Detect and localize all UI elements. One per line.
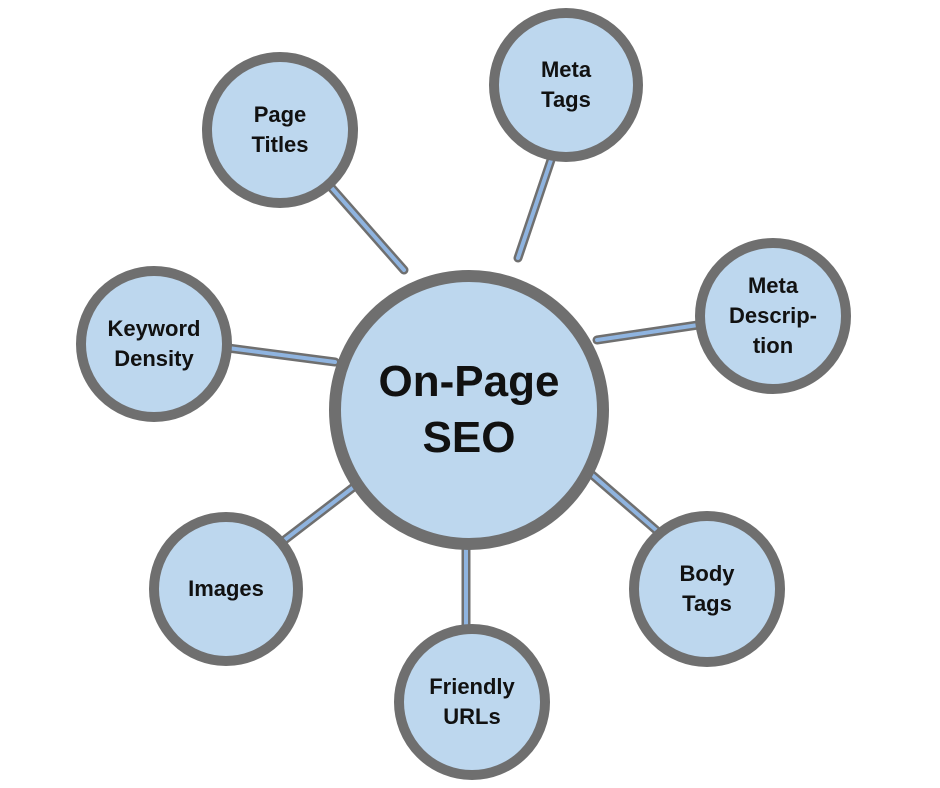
connector-meta-description [592, 320, 703, 345]
node-label-line: Keyword [107, 316, 201, 341]
node-keyword-density: Keyword Density [76, 266, 232, 422]
node-label-line: Page [253, 102, 307, 127]
connector-page-titles [325, 181, 409, 275]
node-label-line: tion [752, 333, 794, 358]
node-label-line: URLs [443, 704, 501, 729]
connector-meta-tags [513, 155, 556, 263]
node-meta-tags: Meta Tags [489, 8, 643, 162]
node-label-line: Titles [251, 132, 309, 157]
node-label-line: Meta [747, 273, 799, 298]
hub-label-line-1: On-Page [378, 357, 560, 406]
node-meta-description: Meta Descrip- tion [695, 238, 851, 394]
node-label-line: Images [188, 576, 264, 601]
node-friendly-urls: Friendly URLs [394, 624, 550, 780]
connector-keyword-density [223, 343, 340, 367]
node-label-line: Friendly [429, 674, 515, 699]
node-body-tags: Body Tags [629, 511, 785, 667]
node-images: Images [149, 512, 303, 666]
node-page-titles: Page Titles [202, 52, 358, 208]
hub-node: On-Page SEO [329, 270, 609, 550]
node-label-line: Body [679, 561, 735, 586]
node-label-line: Density [114, 346, 194, 371]
node-label-line: Descrip- [728, 303, 818, 328]
hub-label-line-2: SEO [422, 413, 516, 462]
node-label-line: Tags [541, 87, 591, 112]
node-label-line: Meta [540, 57, 592, 82]
node-label-line: Tags [682, 591, 732, 616]
